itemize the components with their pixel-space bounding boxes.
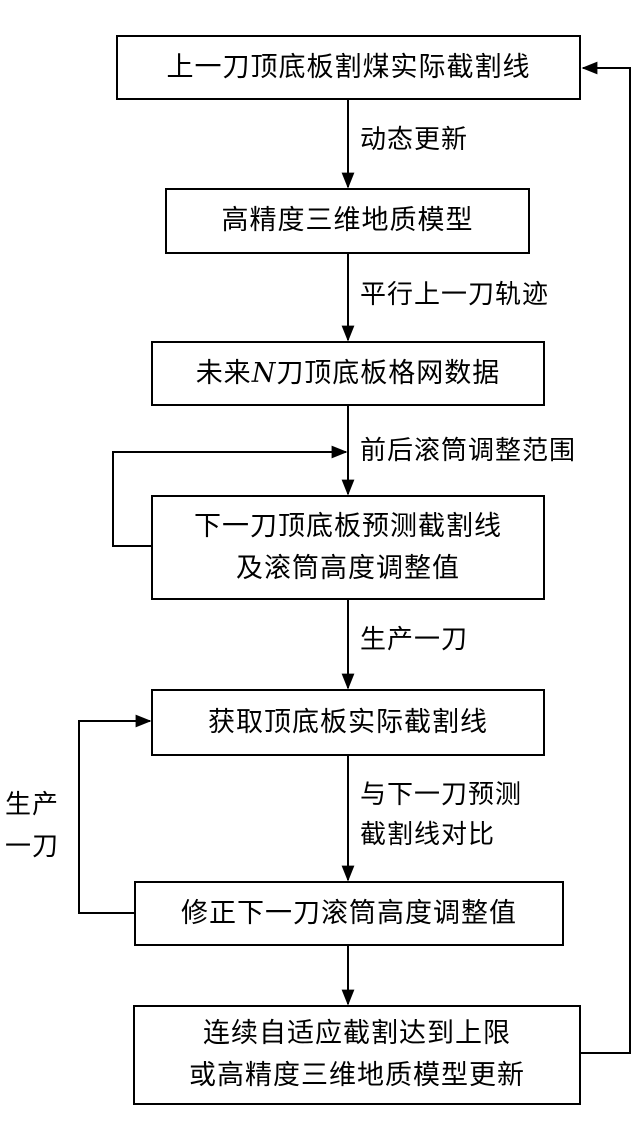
label-produce-one-cut: 生产一刀 <box>360 625 469 655</box>
box-text: 上一刀顶底板割煤实际截割线 <box>166 51 531 83</box>
label-compare-line1: 与下一刀预测 <box>360 780 523 810</box>
variable-n: N <box>251 357 277 389</box>
label-parallel-last-cut: 平行上一刀轨迹 <box>360 280 550 310</box>
box-text-line1: 连续自适应截割达到上限 <box>203 1018 511 1049</box>
box-text-post: 刀顶底板格网数据 <box>276 357 501 389</box>
box-text: 修正下一刀滚筒高度调整值 <box>181 897 517 929</box>
box-get-actual-cut-line: 获取顶底板实际截割线 <box>151 689 545 756</box>
box-text: 获取顶底板实际截割线 <box>208 706 488 738</box>
box-text: 未来N刀顶底板格网数据 <box>196 353 501 395</box>
box-next-cut-prediction: 下一刀顶底板预测截割线 及滚筒高度调整值 <box>151 495 545 600</box>
box-text: 高精度三维地质模型 <box>221 205 474 236</box>
box-text-line2: 及滚筒高度调整值 <box>236 552 460 584</box>
box-future-n-cut-grid-data: 未来N刀顶底板格网数据 <box>151 341 545 406</box>
loop-b6-b5 <box>78 714 152 914</box>
box-3d-geological-model: 高精度三维地质模型 <box>165 188 530 254</box>
box-adaptive-cut-limit: 连续自适应截割达到上限 或高精度三维地质模型更新 <box>133 1005 581 1105</box>
label-dynamic-update: 动态更新 <box>360 125 469 155</box>
box-correct-drum-height: 修正下一刀滚筒高度调整值 <box>134 881 564 946</box>
label-loop-produce: 生产 <box>5 790 60 820</box>
feedback-loop-b7-b1 <box>581 61 631 1054</box>
box-last-cut-actual-line: 上一刀顶底板割煤实际截割线 <box>116 35 581 100</box>
box-text-line1: 下一刀顶底板预测截割线 <box>194 510 502 542</box>
label-compare-line2: 截割线对比 <box>360 820 496 850</box>
label-drum-adjust-range: 前后滚筒调整范围 <box>360 436 577 466</box>
loop-b4-range <box>112 445 348 547</box>
box-text-pre: 未来 <box>195 357 252 389</box>
box-text-line2: 或高精度三维地质模型更新 <box>189 1060 525 1091</box>
label-loop-one-cut: 一刀 <box>5 832 60 862</box>
